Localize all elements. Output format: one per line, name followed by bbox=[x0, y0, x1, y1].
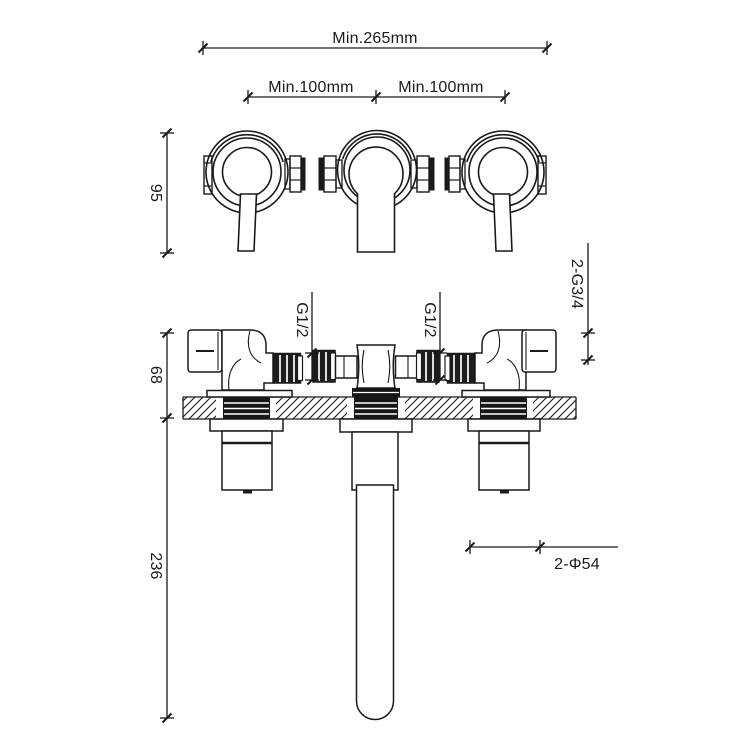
wall-thread-center bbox=[354, 397, 398, 419]
dimensions bbox=[159, 40, 618, 724]
label-left-spacing: Min.100mm bbox=[268, 79, 353, 96]
trim-front-view bbox=[203, 129, 547, 253]
label-outlet-thread: 2-G3/4 bbox=[568, 259, 585, 309]
section-view bbox=[182, 329, 577, 721]
right-valve-shank bbox=[467, 418, 541, 494]
left-handle-front bbox=[203, 130, 306, 252]
label-inlet-thread-right: G1/2 bbox=[421, 302, 438, 338]
label-right-spacing: Min.100mm bbox=[398, 79, 483, 96]
dim-body-projection bbox=[159, 327, 175, 424]
center-tee-section bbox=[312, 344, 440, 397]
label-spout-drop: 236 bbox=[147, 552, 164, 579]
right-valve-section bbox=[444, 329, 557, 398]
label-flange-diameter: 2-Φ54 bbox=[554, 556, 600, 573]
left-lever bbox=[237, 193, 258, 252]
spout-outlet bbox=[339, 418, 413, 721]
dimension-labels: Min.265mm Min.100mm Min.100mm 95 68 236 … bbox=[147, 30, 600, 580]
dim-overall-width bbox=[197, 40, 553, 56]
spout-tube-section bbox=[355, 484, 395, 721]
dim-flange-diameter bbox=[464, 539, 618, 555]
left-valve-section bbox=[187, 329, 304, 398]
dim-outlet-thread bbox=[580, 243, 596, 366]
right-lever bbox=[492, 193, 513, 252]
wall-section bbox=[182, 396, 577, 420]
dim-inlet-thread-right bbox=[432, 292, 448, 386]
label-overall-width: Min.265mm bbox=[332, 30, 417, 47]
label-inlet-thread-left: G1/2 bbox=[293, 302, 310, 338]
dim-handle-spacing bbox=[242, 89, 511, 105]
dim-spout-drop bbox=[159, 418, 175, 724]
label-trim-height: 95 bbox=[147, 184, 164, 202]
spout-front bbox=[318, 129, 435, 253]
wall-thread-right bbox=[480, 397, 527, 419]
left-valve-shank bbox=[209, 418, 284, 494]
wall-thread-left bbox=[223, 397, 270, 419]
dim-trim-height bbox=[159, 127, 175, 259]
label-body-projection: 68 bbox=[147, 366, 164, 384]
right-handle-front bbox=[444, 130, 547, 252]
spout-tube-front bbox=[348, 146, 404, 253]
dim-inlet-thread-left bbox=[304, 292, 320, 386]
